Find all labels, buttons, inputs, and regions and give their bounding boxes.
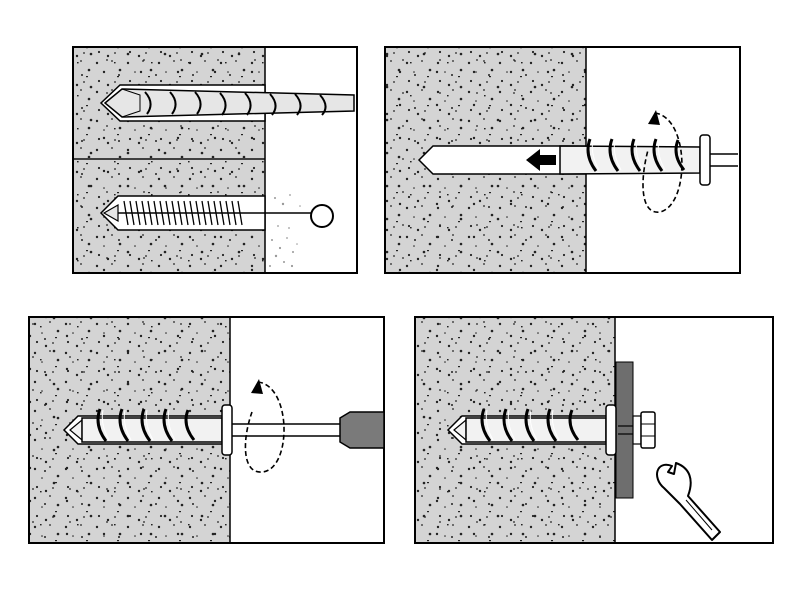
panel-1 bbox=[72, 46, 358, 274]
dust-particles bbox=[269, 194, 301, 268]
rotation-arrow-icon bbox=[642, 110, 683, 213]
panel-4 bbox=[414, 316, 774, 544]
drill-bit-icon bbox=[103, 88, 355, 118]
panel-3 bbox=[28, 316, 385, 544]
arrow-icon bbox=[526, 149, 556, 171]
panel-2 bbox=[384, 46, 741, 274]
rotation-arrow-icon bbox=[244, 379, 285, 473]
brush-icon bbox=[102, 200, 334, 228]
washer-icon bbox=[615, 361, 634, 499]
anchor-screw bbox=[453, 404, 617, 456]
anchor-screw bbox=[69, 404, 233, 456]
concrete-block bbox=[74, 48, 266, 272]
screwdriver-icon bbox=[232, 411, 385, 449]
wrench-icon bbox=[656, 462, 721, 541]
nut-icon bbox=[618, 411, 656, 449]
anchor-screw bbox=[559, 134, 738, 186]
